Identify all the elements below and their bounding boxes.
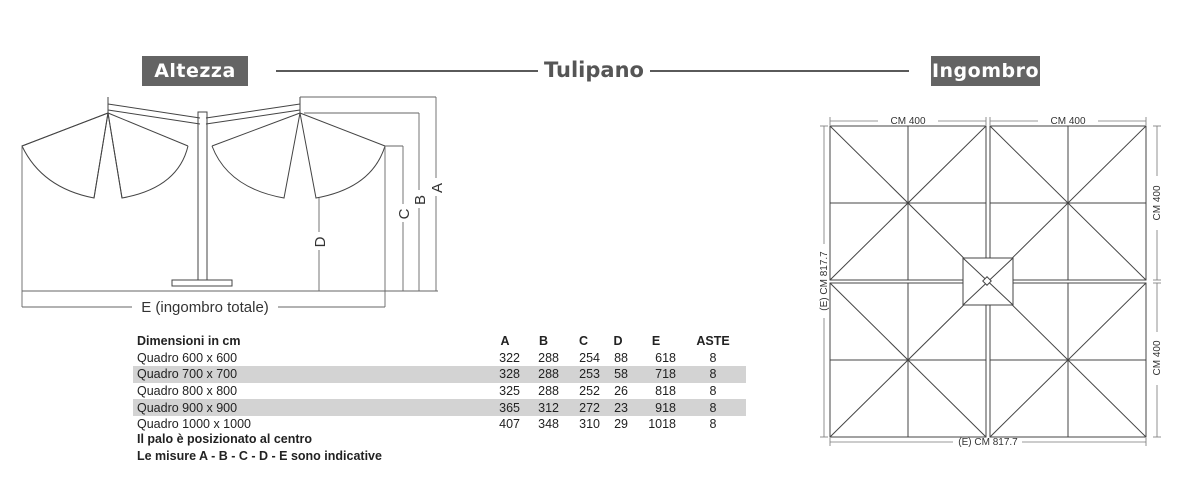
cell-d: 26: [614, 384, 628, 399]
table-row: Quadro 600 x 600 322 288 254 88 618 8: [133, 350, 746, 367]
cell-aste: 8: [709, 417, 717, 432]
header-d: D: [613, 334, 623, 349]
cell-aste: 8: [680, 366, 746, 383]
cell-e: 818: [655, 384, 676, 399]
canopy-square-top-left: [829, 125, 987, 281]
dim-b-label: B: [412, 195, 429, 205]
pole-base: [171, 279, 233, 287]
title-rule-right: [650, 70, 909, 72]
row-name: Quadro 800 x 800: [137, 384, 238, 399]
cell-c: 272: [563, 399, 604, 416]
header-a: A: [500, 334, 510, 349]
header-aste: ASTE: [696, 334, 730, 349]
cell-b: 288: [538, 384, 559, 399]
row-name: Quadro 600 x 600: [137, 350, 238, 365]
cell-e: 718: [632, 366, 680, 383]
arm-right-bottom: [205, 109, 301, 125]
cell-d: 58: [604, 366, 632, 383]
table-row: Quadro 800 x 800 325 288 252 26 818 8: [133, 383, 746, 400]
right-canopy: [211, 112, 386, 199]
row-name: Quadro 900 x 900: [133, 399, 486, 416]
dim-d-label: D: [312, 236, 329, 247]
dim-a-label: A: [429, 183, 446, 193]
header-c: C: [578, 334, 589, 349]
total-label-left: (E) CM 817.7: [819, 251, 830, 311]
header-b: B: [538, 334, 549, 349]
table-row: Quadro 700 x 700 328 288 253 58 718 8: [133, 366, 746, 383]
arm-right-top: [205, 103, 301, 119]
cell-d: 88: [614, 350, 628, 365]
cell-c: 310: [579, 417, 600, 432]
width-label-left: CM 400: [890, 116, 925, 127]
ingombro-tag: Ingombro: [931, 56, 1040, 86]
row-name: Quadro 1000 x 1000: [137, 417, 251, 432]
table-header-row: Dimensioni in cm A B C D E ASTE: [133, 333, 746, 350]
cell-aste: 8: [680, 399, 746, 416]
arm-left-top: [107, 103, 201, 119]
cell-a: 365: [486, 399, 524, 416]
canopy-square-bottom-right: [989, 282, 1147, 438]
cell-c: 253: [563, 366, 604, 383]
cell-b: 288: [524, 366, 563, 383]
dimensions-table: Dimensioni in cm A B C D E ASTE Quadro 6…: [133, 333, 746, 433]
canopy-square-top-right: [989, 125, 1147, 281]
header-dimensioni: Dimensioni in cm: [137, 334, 241, 349]
title-rule-left: [276, 70, 538, 72]
cell-e: 1018: [648, 417, 676, 432]
note-pole-position: Il palo è posizionato al centro: [137, 432, 313, 446]
height-label-top: CM 400: [1152, 185, 1163, 220]
cell-a: 407: [499, 417, 520, 432]
cell-b: 288: [538, 350, 559, 365]
cell-e: 918: [632, 399, 680, 416]
table-row: Quadro 1000 x 1000 407 348 310 29 1018 8: [133, 416, 746, 433]
cell-b: 348: [538, 417, 559, 432]
total-label-bottom: (E) CM 817.7: [958, 437, 1018, 448]
dim-e-label: E (ingombro totale): [141, 299, 269, 316]
canopy-square-bottom-left: [829, 282, 987, 438]
cell-a: 322: [499, 350, 520, 365]
header-e: E: [651, 334, 661, 349]
note-indicative-measures: Le misure A - B - C - D - E sono indicat…: [137, 449, 382, 463]
cell-e: 618: [655, 350, 676, 365]
cell-d: 23: [604, 399, 632, 416]
cell-b: 312: [524, 399, 563, 416]
cell-aste: 8: [709, 384, 717, 399]
width-label-right: CM 400: [1050, 116, 1085, 127]
height-label-bottom: CM 400: [1152, 340, 1163, 375]
arm-left-bottom: [107, 109, 201, 125]
altezza-tag: Altezza: [142, 56, 248, 86]
table-row: Quadro 900 x 900 365 312 272 23 918 8: [133, 399, 746, 416]
page-title: Tulipano: [544, 58, 644, 82]
cell-a: 325: [499, 384, 520, 399]
pole-footprint: [962, 257, 1014, 306]
dim-c-label: C: [396, 208, 413, 219]
row-name: Quadro 700 x 700: [133, 366, 486, 383]
cell-c: 252: [579, 384, 600, 399]
cell-c: 254: [579, 350, 600, 365]
cell-d: 29: [614, 417, 628, 432]
cell-aste: 8: [709, 350, 717, 365]
left-canopy: [21, 112, 189, 199]
cell-a: 328: [486, 366, 524, 383]
